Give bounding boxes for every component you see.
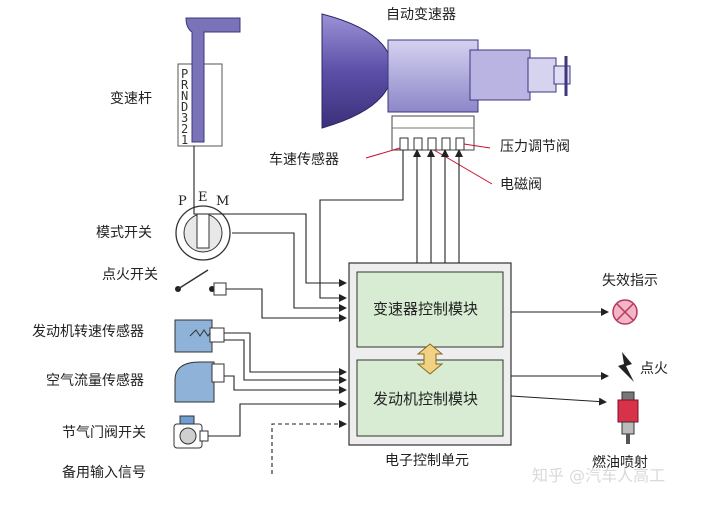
pressure-valve-label: 压力调节阀	[500, 139, 570, 155]
air-flow-sensor-icon	[174, 361, 225, 403]
gear-position-P: P	[181, 67, 189, 81]
shift-lever-icon	[177, 17, 241, 147]
bidirectional-arrow	[416, 343, 444, 375]
watermark: 知乎 @汽车人高工	[532, 466, 666, 485]
engine-speed-sensor-icon	[174, 319, 225, 353]
fuel-injector-icon	[617, 391, 639, 444]
throttle-switch-icon	[173, 415, 209, 449]
fault-indicator-label: 失效指示	[602, 273, 658, 289]
solenoid-valve-label: 电磁阀	[500, 177, 542, 193]
mode-switch-label: 模式开关	[96, 225, 152, 241]
backup-input-label: 备用输入信号	[62, 465, 146, 481]
spark-icon	[618, 352, 634, 382]
transmission-label: 自动变速器	[386, 7, 456, 23]
gear-position-3: 3	[181, 111, 189, 125]
ignition-switch-label: 点火开关	[102, 267, 158, 283]
mode-letter-M: M	[216, 194, 230, 209]
mode-letter-P: P	[178, 194, 187, 209]
tcm-label: 变速器控制模块	[373, 300, 479, 318]
ecu-label: 电子控制单元	[385, 453, 469, 469]
air-flow-sensor-label: 空气流量传感器	[46, 373, 144, 389]
ignition-switch-icon	[175, 269, 227, 296]
ecm-label: 发动机控制模块	[373, 390, 479, 408]
ignition-label: 点火	[640, 361, 668, 377]
backup-input-wire	[271, 420, 347, 474]
engine-speed-sensor-label: 发动机转速传感器	[32, 324, 144, 340]
gear-position-R: R	[181, 78, 189, 92]
fault-indicator-icon	[612, 299, 638, 325]
vehicle-speed-sensor-label: 车速传感器	[269, 152, 339, 168]
gear-position-N: N	[181, 89, 189, 103]
gear-position-2: 2	[181, 122, 189, 136]
gear-position-1: 1	[181, 133, 189, 147]
shift-lever-label: 变速杆	[110, 91, 152, 107]
signal-wires	[193, 146, 609, 437]
mode-switch-icon	[175, 205, 231, 261]
mode-letter-E: E	[198, 190, 208, 205]
tcm-box	[356, 271, 504, 348]
gear-position-D: D	[181, 100, 189, 114]
transmission-icon	[321, 13, 571, 151]
throttle-switch-label: 节气门阀开关	[62, 425, 146, 441]
fuel-injection-label: 燃油喷射	[592, 455, 648, 471]
